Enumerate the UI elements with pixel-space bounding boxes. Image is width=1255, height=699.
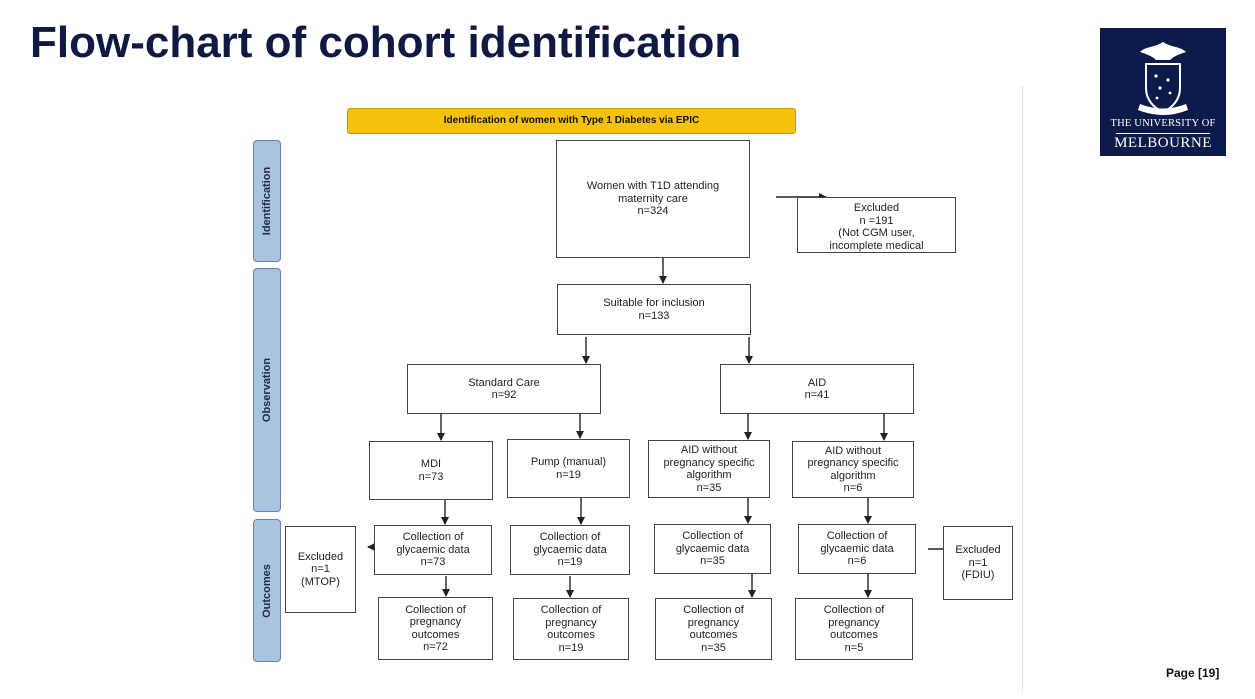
page-number: Page [19] xyxy=(1166,666,1220,680)
box-text: AID without pregnancy specific algorithm… xyxy=(663,444,755,494)
logo-rule xyxy=(1116,133,1210,134)
slide-divider xyxy=(1022,86,1023,691)
box-text: Collection of pregnancy outcomes n=5 xyxy=(823,604,885,654)
box-pump: Pump (manual) n=19 xyxy=(507,439,630,498)
box-glyc-mdi: Collection of glycaemic data n=73 xyxy=(374,525,492,575)
university-logo: THE UNIVERSITY OF MELBOURNE xyxy=(1100,28,1226,156)
box-preg-mdi: Collection of pregnancy outcomes n=72 xyxy=(378,597,493,660)
stage-observation: Observation xyxy=(253,268,281,512)
box-text: Collection of pregnancy outcomes n=19 xyxy=(540,604,602,654)
logo-line-2: MELBOURNE xyxy=(1114,135,1212,151)
box-text: Collection of glycaemic data n=73 xyxy=(396,531,470,569)
box-text: Standard Care n=92 xyxy=(468,376,540,402)
box-glyc-aid2: Collection of glycaemic data n=6 xyxy=(798,524,916,574)
box-aid-without-2: AID without pregnancy specific algorithm… xyxy=(792,441,914,498)
box-aid: AID n=41 xyxy=(720,364,914,414)
box-excluded-fdiu: Excluded n=1 (FDIU) xyxy=(943,526,1013,600)
box-aid-without-1: AID without pregnancy specific algorithm… xyxy=(648,440,770,498)
box-text: Excluded n=1 (MTOP) xyxy=(297,550,344,588)
box-attending: Women with T1D attending maternity care … xyxy=(556,140,750,258)
box-excluded-mtop: Excluded n=1 (MTOP) xyxy=(285,526,356,613)
cohort-banner: Identification of women with Type 1 Diab… xyxy=(347,108,796,134)
box-preg-pump: Collection of pregnancy outcomes n=19 xyxy=(513,598,629,660)
box-text: Collection of glycaemic data n=35 xyxy=(675,530,750,568)
box-text: AID without pregnancy specific algorithm… xyxy=(807,444,899,495)
box-glyc-pump: Collection of glycaemic data n=19 xyxy=(510,525,630,575)
box-glyc-aid1: Collection of glycaemic data n=35 xyxy=(654,524,771,574)
box-text: Collection of pregnancy outcomes n=72 xyxy=(405,603,466,654)
box-text: Excluded n=1 (FDIU) xyxy=(955,544,1001,582)
box-text: Excluded n =191 (Not CGM user, incomplet… xyxy=(829,202,924,252)
box-text: MDI n=73 xyxy=(418,458,444,483)
box-text: Suitable for inclusion n=133 xyxy=(603,297,705,322)
box-text: Pump (manual) n=19 xyxy=(530,456,607,481)
box-text: Collection of glycaemic data n=6 xyxy=(820,530,894,568)
box-text: AID n=41 xyxy=(804,376,830,402)
box-suitable: Suitable for inclusion n=133 xyxy=(557,284,751,335)
box-text: Women with T1D attending maternity care … xyxy=(586,180,720,218)
stage-identification: Identification xyxy=(253,140,281,262)
box-preg-aid1: Collection of pregnancy outcomes n=35 xyxy=(655,598,772,660)
slide-title: Flow-chart of cohort identification xyxy=(30,18,742,67)
box-preg-aid2: Collection of pregnancy outcomes n=5 xyxy=(795,598,913,660)
box-text: Collection of pregnancy outcomes n=35 xyxy=(683,604,744,654)
box-standard-care: Standard Care n=92 xyxy=(407,364,601,414)
stage-outcomes: Outcomes xyxy=(253,519,281,662)
crest-icon xyxy=(1138,42,1188,115)
box-text: Collection of glycaemic data n=19 xyxy=(533,531,607,569)
box-mdi: MDI n=73 xyxy=(369,441,493,500)
logo-line-1: THE UNIVERSITY OF xyxy=(1110,118,1216,129)
box-excluded-main: Excluded n =191 (Not CGM user, incomplet… xyxy=(797,197,956,253)
